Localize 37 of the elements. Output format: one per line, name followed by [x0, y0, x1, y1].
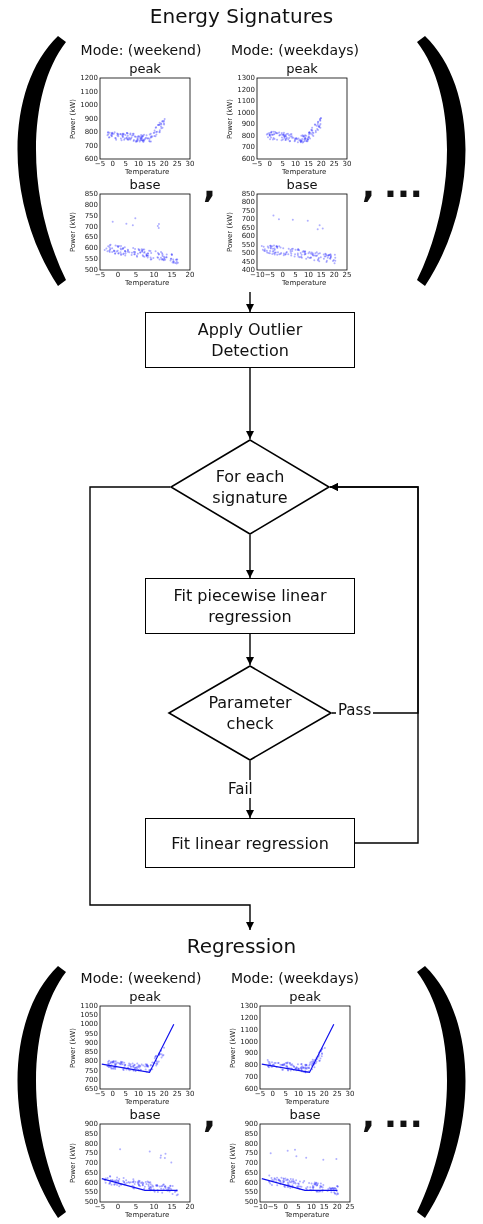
- decision-diamond: [170, 439, 330, 535]
- process-label: Fit linear regression: [171, 832, 329, 854]
- decision-diamond: [168, 665, 332, 761]
- decision-label: For each signature: [211, 466, 289, 508]
- group-title: Energy Signatures: [148, 4, 335, 28]
- arrow: [246, 291, 254, 313]
- separator-mark: ,: [362, 1098, 375, 1132]
- mode-title: Mode: (weekend): [79, 42, 203, 58]
- plot-title: peak: [288, 989, 322, 1005]
- plot-title: base: [128, 1107, 162, 1123]
- process-label: Fit piecewise linear regression: [172, 585, 328, 627]
- plot-title: base: [285, 177, 319, 193]
- plot-title: base: [128, 177, 162, 193]
- arrow: [246, 367, 254, 440]
- process-box: [145, 578, 355, 634]
- plot-title: peak: [285, 61, 319, 77]
- plot-title: peak: [128, 989, 162, 1005]
- mode-title: Mode: (weekdays): [229, 42, 361, 58]
- arrow: [89, 486, 254, 931]
- arrow: [246, 633, 254, 666]
- plot-title: peak: [128, 61, 162, 77]
- group-title: Regression: [185, 934, 298, 958]
- process-box: [145, 818, 355, 868]
- process-label: Apply Outlier Detection: [196, 319, 304, 361]
- separator-mark: ...: [384, 1098, 423, 1132]
- separator-mark: ,: [203, 168, 216, 202]
- arrow: [246, 534, 254, 579]
- mode-title: Mode: (weekend): [79, 970, 203, 986]
- decision-label: Parameter check: [207, 692, 293, 734]
- separator-mark: ...: [384, 168, 423, 202]
- edge-label: Fail: [226, 780, 255, 798]
- mode-title: Mode: (weekdays): [229, 970, 361, 986]
- arrow: [329, 483, 419, 844]
- separator-mark: ,: [362, 168, 375, 202]
- plot-title: base: [288, 1107, 322, 1123]
- process-box: [145, 312, 355, 368]
- separator-mark: ,: [203, 1098, 216, 1132]
